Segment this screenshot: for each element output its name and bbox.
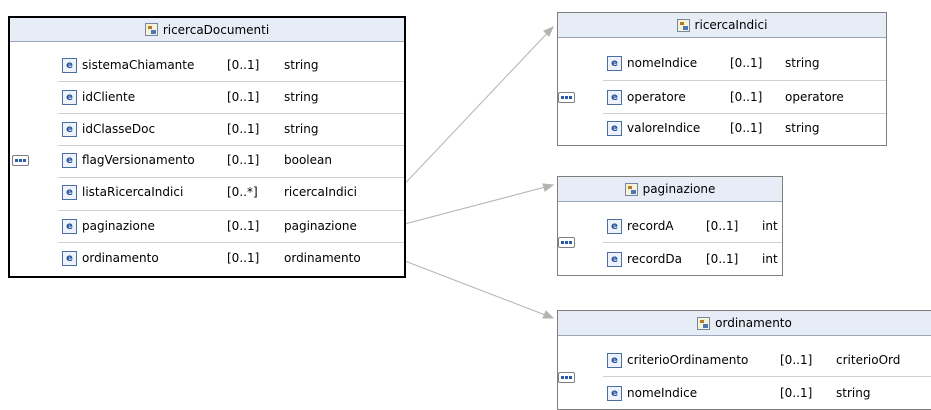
element-icon: e [62, 185, 77, 200]
element-type: operatore [785, 90, 844, 104]
sequence-compositor-icon[interactable] [12, 155, 29, 166]
complex-type-icon [676, 18, 690, 32]
element-icon: e [607, 90, 622, 105]
ordinamento-header[interactable]: ordinamento [558, 311, 931, 336]
ricerca-documenti-header[interactable]: ricercaDocumenti [10, 18, 404, 42]
row-divider [603, 80, 886, 81]
connector-ordinamento [396, 257, 554, 319]
paginazione-title: paginazione [642, 182, 716, 196]
element-icon: e [62, 219, 77, 234]
paginazione-box[interactable]: paginazione [557, 176, 783, 276]
ricerca-documenti-title: ricercaDocumenti [162, 22, 270, 37]
arrowhead-ricerca-indici [543, 26, 554, 37]
element-type: string [284, 122, 319, 136]
connector-ricerca-indici [396, 26, 554, 193]
arrowhead-ordinamento [542, 310, 555, 319]
row-divider [603, 113, 886, 114]
row-divider [58, 242, 404, 243]
element-cardinality: [0..1] [706, 252, 739, 266]
element-cardinality: [0..1] [706, 219, 739, 233]
element-cardinality: [0..1] [227, 122, 260, 136]
element-cardinality: [0..1] [227, 58, 260, 72]
complex-type-icon [144, 23, 158, 36]
sequence-compositor-icon[interactable] [558, 92, 575, 103]
row-divider [603, 242, 782, 243]
element-type: string [284, 58, 319, 72]
element-type: string [836, 386, 871, 400]
row-divider [603, 376, 931, 377]
row-divider [58, 210, 404, 211]
paginazione-header[interactable]: paginazione [558, 177, 782, 202]
element-name[interactable]: sistemaChiamante [82, 58, 195, 72]
element-type: string [785, 121, 820, 135]
row-divider [58, 145, 404, 146]
sequence-compositor-icon[interactable] [558, 372, 575, 383]
element-cardinality: [0..1] [227, 219, 260, 233]
element-type: int [762, 219, 778, 233]
ricerca-indici-header[interactable]: ricercaIndici [558, 13, 886, 38]
element-name[interactable]: listaRicercaIndici [82, 185, 184, 199]
element-type: criterioOrd [836, 353, 901, 367]
element-icon: e [607, 353, 622, 368]
element-icon: e [607, 386, 622, 401]
element-icon: e [62, 58, 77, 73]
element-name[interactable]: idCliente [82, 90, 136, 104]
ordinamento-title: ordinamento [715, 316, 792, 330]
element-cardinality: [0..1] [227, 251, 260, 265]
element-type: paginazione [284, 219, 357, 233]
element-cardinality: [0..1] [730, 121, 763, 135]
complex-type-icon [624, 182, 638, 196]
row-divider [58, 177, 404, 178]
element-name[interactable]: operatore [627, 90, 686, 104]
element-type: string [785, 56, 820, 70]
element-name[interactable]: idClasseDoc [82, 122, 156, 136]
element-cardinality: [0..1] [227, 153, 260, 167]
element-name[interactable]: ordinamento [82, 251, 159, 265]
element-name[interactable]: valoreIndice [627, 121, 701, 135]
element-type: ordinamento [284, 251, 361, 265]
element-icon: e [607, 219, 622, 234]
element-icon: e [607, 121, 622, 136]
element-cardinality: [0..1] [730, 56, 763, 70]
element-name[interactable]: recordA [627, 219, 674, 233]
element-icon: e [62, 90, 77, 105]
element-type: string [284, 90, 319, 104]
element-cardinality: [0..1] [780, 386, 813, 400]
element-type: boolean [284, 153, 332, 167]
arrowhead-paginazione [542, 183, 555, 192]
element-name[interactable]: criterioOrdinamento [627, 353, 749, 367]
element-cardinality: [0..*] [227, 185, 258, 199]
element-name[interactable]: paginazione [82, 219, 155, 233]
element-cardinality: [0..1] [730, 90, 763, 104]
element-icon: e [62, 251, 77, 266]
row-divider [58, 81, 404, 82]
ricerca-indici-title: ricercaIndici [694, 18, 768, 32]
element-icon: e [62, 122, 77, 137]
complex-type-icon [697, 316, 711, 330]
element-name[interactable]: flagVersionamento [82, 153, 195, 167]
ricerca-documenti-box[interactable]: ricercaDocumenti [8, 16, 406, 278]
element-type: int [762, 252, 778, 266]
sequence-compositor-icon[interactable] [558, 237, 575, 248]
element-cardinality: [0..1] [227, 90, 260, 104]
connector-paginazione [396, 184, 554, 227]
element-name[interactable]: nomeIndice [627, 386, 698, 400]
element-name[interactable]: recordDa [627, 252, 682, 266]
row-divider [58, 113, 404, 114]
element-icon: e [62, 153, 77, 168]
element-name[interactable]: nomeIndice [627, 56, 698, 70]
element-cardinality: [0..1] [780, 353, 813, 367]
element-icon: e [607, 56, 622, 71]
element-type: ricercaIndici [284, 185, 357, 199]
element-icon: e [607, 252, 622, 267]
